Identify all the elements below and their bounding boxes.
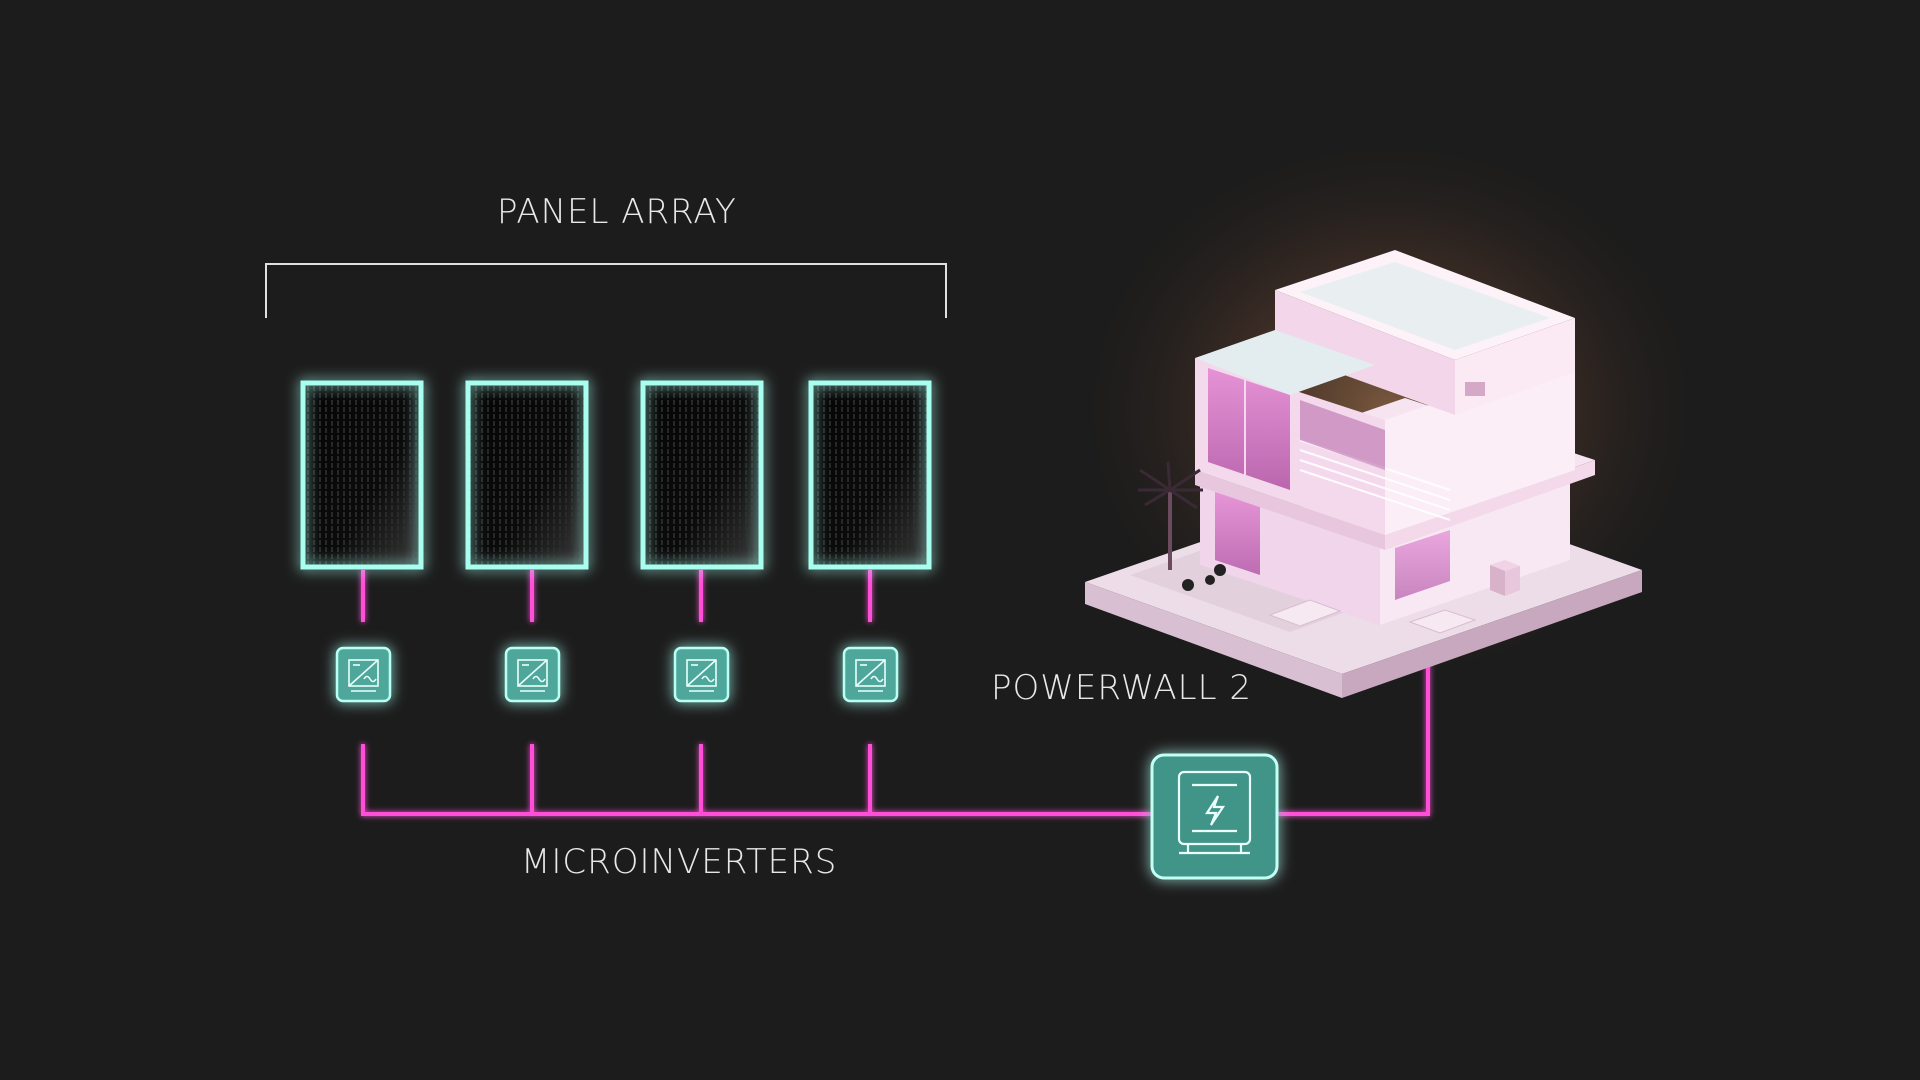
microinverter-1 [335, 646, 392, 703]
solar-panels [300, 380, 932, 570]
microinverters [335, 646, 899, 703]
microinverter-icon [517, 659, 548, 692]
powerwall-label: POWERWALL 2 [991, 668, 1252, 708]
wire-house [1277, 662, 1430, 816]
microinverter-4 [842, 646, 899, 703]
wiring [361, 570, 1430, 816]
solar-panel-1 [300, 380, 424, 570]
panel-array-label: PANEL ARRAY [497, 192, 737, 232]
solar-panel-3 [640, 380, 764, 570]
microinverter-3 [673, 646, 730, 703]
panel-array-bracket [265, 263, 947, 318]
microinverter-icon [348, 659, 379, 692]
microinverter-2 [504, 646, 561, 703]
house-illustration [1085, 250, 1642, 698]
powerwall-unit [1150, 753, 1279, 880]
battery-lightning-icon [1177, 770, 1252, 855]
solar-panel-4 [808, 380, 932, 570]
microinverter-icon [686, 659, 717, 692]
microinverters-label: MICROINVERTERS [521, 842, 838, 882]
palm-tree [1138, 461, 1203, 570]
solar-panel-2 [465, 380, 589, 570]
microinverter-icon [855, 659, 886, 692]
